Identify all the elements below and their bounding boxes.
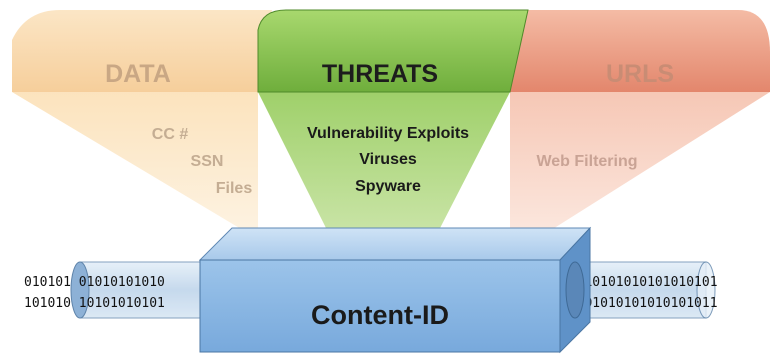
binary-left-line-1: 010101 01010101010 xyxy=(24,275,165,290)
threats-item-viruses: Viruses xyxy=(359,151,417,168)
threats-category-bar xyxy=(257,9,529,93)
content-id-engine-box xyxy=(198,226,592,354)
binary-left-line-2: 101010 10101010101 xyxy=(24,296,165,311)
data-title: DATA xyxy=(105,60,171,88)
threats-item-vulnerability: Vulnerability Exploits xyxy=(307,125,469,142)
urls-category-bar xyxy=(510,10,770,92)
data-category-bar xyxy=(12,10,272,92)
data-item-ssn: SSN xyxy=(191,153,224,170)
urls-funnel xyxy=(510,92,770,232)
threats-funnel xyxy=(258,92,510,232)
data-funnel xyxy=(12,92,258,232)
binary-right-line-2: 10101010101010101011 xyxy=(561,296,718,311)
data-item-files: Files xyxy=(216,180,253,197)
urls-title: URLS xyxy=(606,60,674,88)
data-item-cc: CC # xyxy=(152,126,189,143)
binary-right-line-1: 01010101010101010101 xyxy=(561,275,718,290)
threats-item-spyware: Spyware xyxy=(355,178,421,195)
threats-title: THREATS xyxy=(322,60,438,88)
content-id-label: Content-ID xyxy=(311,300,449,330)
urls-item-web-filtering: Web Filtering xyxy=(536,153,637,170)
